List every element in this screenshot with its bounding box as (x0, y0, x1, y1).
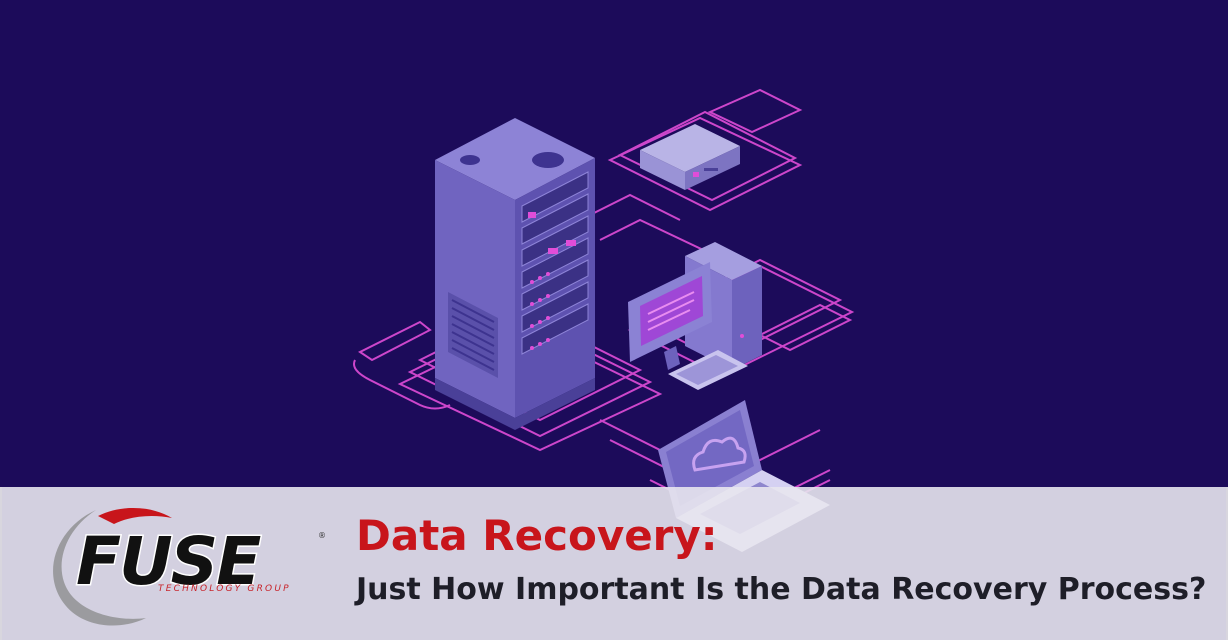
network-box-icon (640, 124, 740, 190)
headline-banner (0, 487, 1228, 640)
page-subtitle: Just How Important Is the Data Recovery … (356, 572, 1207, 607)
page-title: Data Recovery: (356, 511, 718, 560)
desktop-computer-icon (628, 242, 762, 390)
logo-tagline: TECHNOLOGY GROUP (158, 584, 291, 594)
server-tower-icon (435, 118, 595, 430)
registered-mark: ® (318, 531, 326, 540)
logo-wordmark: FUSE (76, 523, 261, 600)
cloud-icon (692, 436, 747, 472)
fuse-logo: FUSE ® (53, 507, 326, 626)
